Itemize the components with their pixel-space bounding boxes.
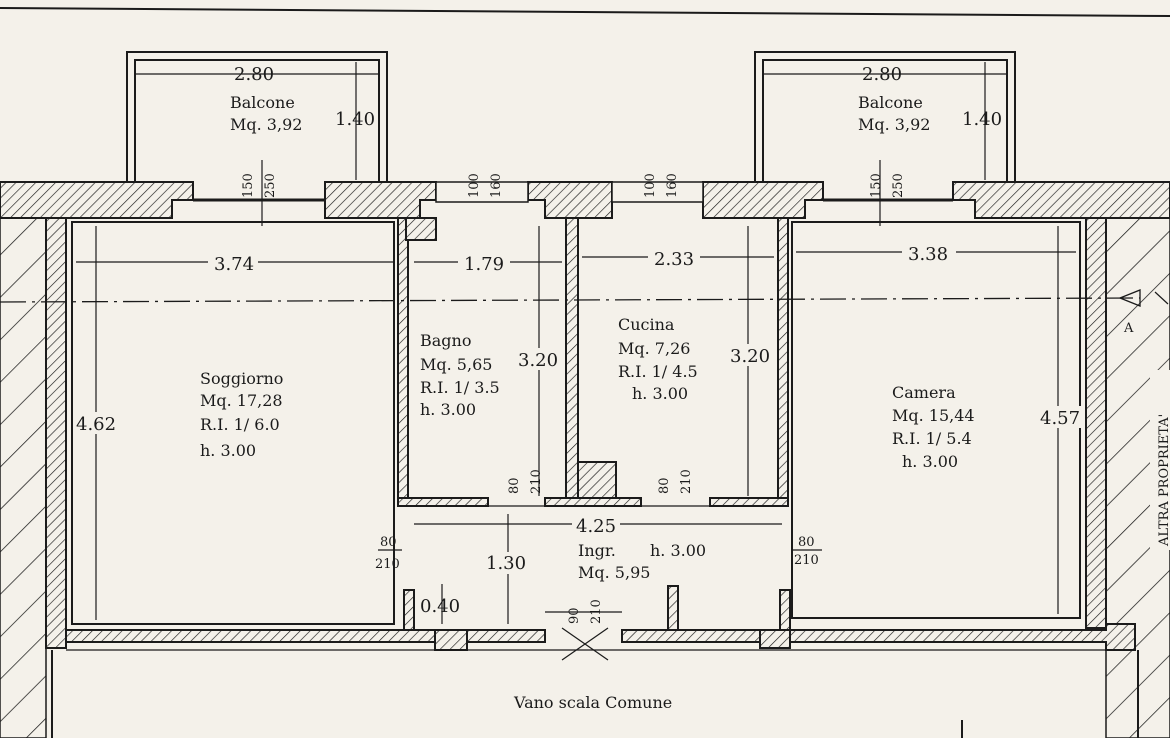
balcony-left-name: Balcone: [230, 93, 295, 112]
door-right-w: 80: [798, 535, 815, 550]
camera-area: Mq. 15,44: [892, 406, 975, 425]
cucina-area: Mq. 7,26: [618, 339, 690, 358]
top-border: [0, 7, 1170, 17]
bagno-door-w: 80: [507, 477, 522, 494]
bagno-ri: R.I. 1/ 3.5: [420, 378, 500, 397]
door-entrance-h: 210: [589, 599, 604, 624]
window-bagno-h: 160: [489, 173, 504, 198]
ingresso-area: Mq. 5,95: [578, 563, 650, 582]
bagno-width: 1.79: [464, 254, 504, 275]
neighbor-label: ALTRA PROPRIETA': [1157, 414, 1170, 547]
balcony-right-window-w: 150: [869, 173, 884, 198]
balcony-left-window-h: 250: [263, 173, 278, 198]
balcony-left-width: 2.80: [234, 64, 274, 85]
soggiorno-ri: R.I. 1/ 6.0: [200, 415, 280, 434]
cucina-door-w: 80: [657, 477, 672, 494]
door-right-h: 210: [794, 553, 819, 568]
section-marker: A: [1118, 289, 1169, 336]
door-left-w: 80: [380, 535, 397, 550]
cucina-door-h: 210: [679, 469, 694, 494]
cucina-ri: R.I. 1/ 4.5: [618, 362, 698, 381]
window-bagno-w: 100: [467, 173, 482, 198]
window-cucina-w: 100: [643, 173, 658, 198]
door-entrance-w: 90: [567, 607, 582, 624]
soggiorno-name: Soggiorno: [200, 369, 283, 388]
bagno-h: h. 3.00: [420, 400, 476, 419]
cucina-depth: 3.20: [730, 346, 770, 367]
bagno-depth: 3.20: [518, 350, 558, 371]
bagno-door-h: 210: [529, 469, 544, 494]
front-wall: [0, 181, 1170, 219]
bagno-name: Bagno: [420, 331, 471, 350]
camera-h: h. 3.00: [902, 452, 958, 471]
cucina-h: h. 3.00: [632, 384, 688, 403]
ingresso-depth: 1.30: [486, 553, 526, 574]
window-cucina-h: 160: [665, 173, 680, 198]
cucina-name: Cucina: [618, 315, 675, 334]
balcony-right: [754, 51, 1016, 182]
balcony-right-area: Mq. 3,92: [858, 115, 930, 134]
ingresso-h: h. 3.00: [650, 541, 706, 560]
soggiorno-area: Mq. 17,28: [200, 391, 283, 410]
stairwell: [51, 649, 1139, 738]
balcony-left-window-w: 150: [241, 173, 256, 198]
balcony-left-area: Mq. 3,92: [230, 115, 302, 134]
entrance-door: [545, 611, 622, 661]
balcony-right-width: 2.80: [862, 64, 902, 85]
camera-ri: R.I. 1/ 5.4: [892, 429, 972, 448]
walls: [45, 217, 1136, 651]
stairwell-label: Vano scala Comune: [513, 693, 672, 712]
camera-width: 3.38: [908, 244, 948, 265]
balcony-left-depth: 1.40: [335, 109, 375, 130]
bagno-area: Mq. 5,65: [420, 355, 492, 374]
balcony-right-window-h: 250: [891, 173, 906, 198]
section-axis: [0, 297, 1141, 303]
cucina-width: 2.33: [654, 249, 694, 270]
left-neighbor-hatch: [0, 217, 47, 738]
camera-name: Camera: [892, 383, 956, 402]
balcony-right-depth: 1.40: [962, 109, 1002, 130]
balcony-left: [126, 51, 388, 182]
section-label: A: [1123, 321, 1134, 336]
door-left-h: 210: [375, 557, 400, 572]
ingresso-name: Ingr.: [578, 541, 616, 560]
ingresso-width: 4.25: [576, 516, 616, 537]
balcony-right-name: Balcone: [858, 93, 923, 112]
ingresso-offset: 0.40: [420, 596, 460, 617]
soggiorno-h: h. 3.00: [200, 441, 256, 460]
camera-depth: 4.57: [1040, 408, 1080, 429]
soggiorno-width: 3.74: [214, 254, 254, 275]
soggiorno-depth: 4.62: [76, 414, 116, 435]
